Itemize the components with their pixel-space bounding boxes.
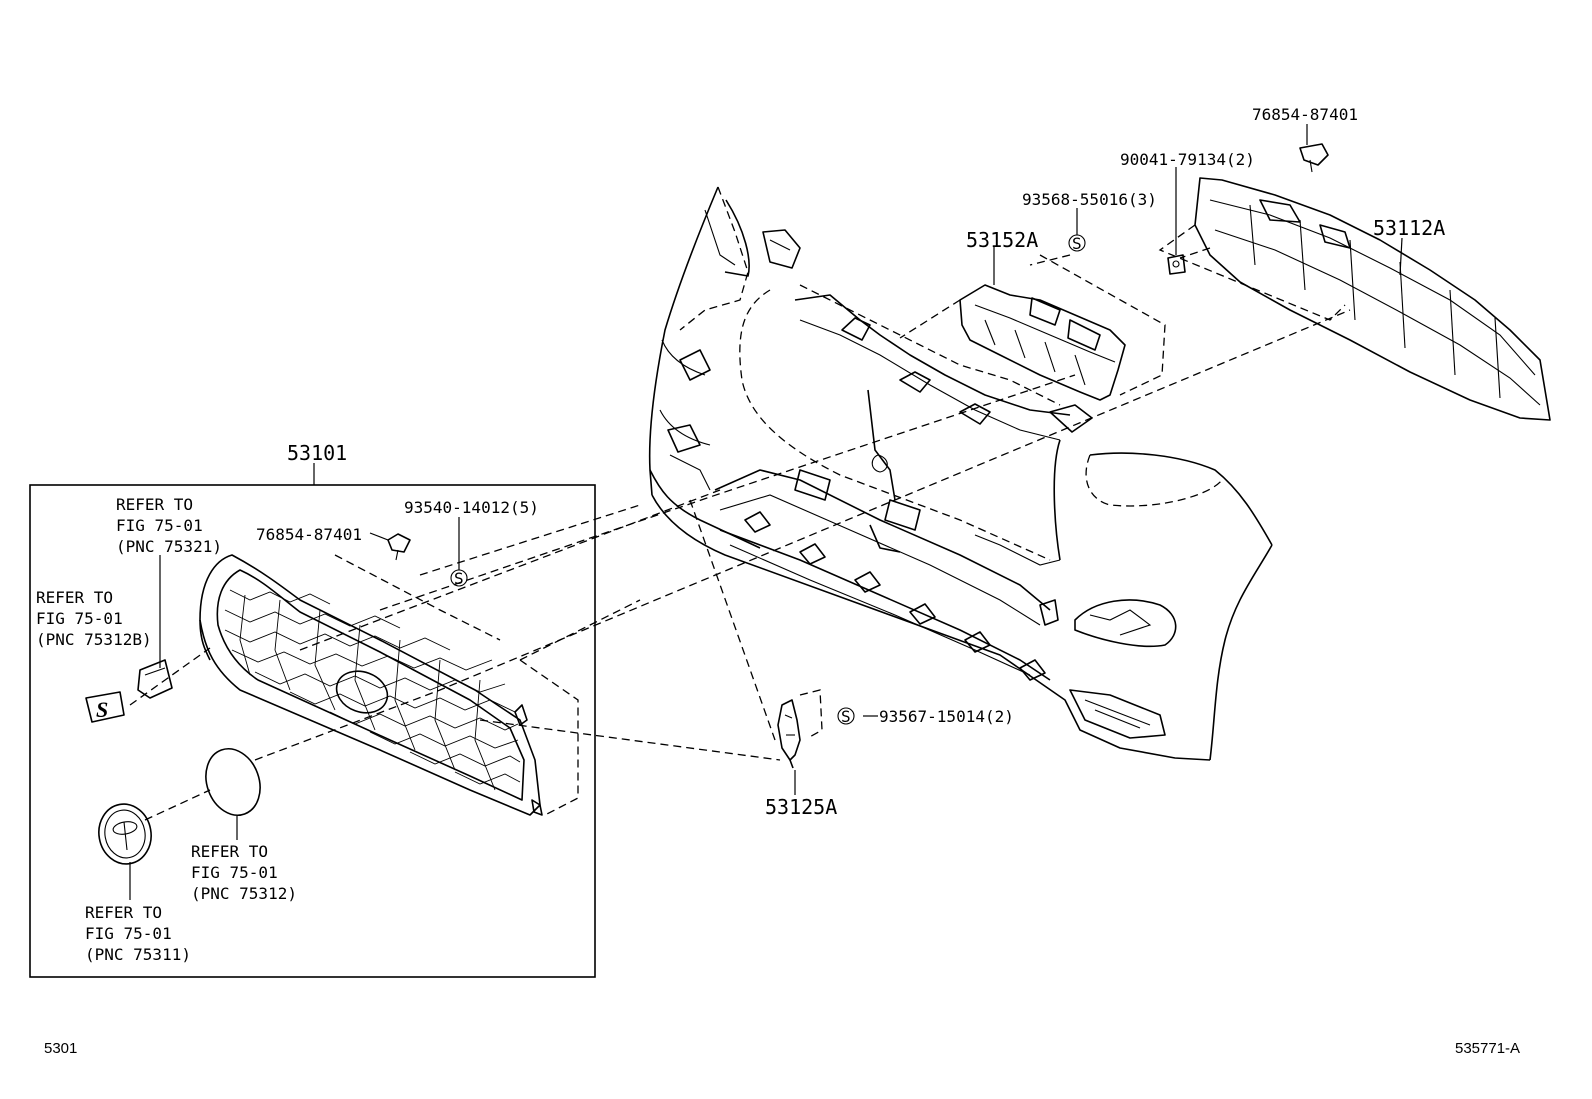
label-90041-79134: 90041-79134(2) xyxy=(1120,150,1255,169)
label-53101: 53101 xyxy=(287,441,347,465)
grille-assembly-box xyxy=(29,484,596,978)
svg-text:S: S xyxy=(841,707,851,726)
label-53112a: 53112A xyxy=(1373,216,1445,240)
leader-lines xyxy=(129,124,1403,900)
radiator-grille-53101 xyxy=(29,484,641,978)
clip-76854-top xyxy=(1299,143,1329,173)
svg-text:FIG 75-01: FIG 75-01 xyxy=(116,516,203,535)
svg-text:REFER TO: REFER TO xyxy=(191,842,268,861)
svg-text:S: S xyxy=(1072,234,1082,253)
svg-text:(PNC 75311): (PNC 75311) xyxy=(85,945,191,964)
ref-note-75311: REFER TO FIG 75-01 (PNC 75311) xyxy=(85,903,191,964)
figure-code: 5301 xyxy=(44,1040,77,1057)
ref-note-75312b: REFER TO FIG 75-01 (PNC 75312B) xyxy=(36,588,152,649)
ref-note-75321: REFER TO FIG 75-01 (PNC 75321) xyxy=(116,495,222,556)
label-93540-14012: 93540-14012(5) xyxy=(404,498,539,517)
label-93567-15014: 93567-15014(2) xyxy=(879,707,1014,726)
emblem-cover-disc xyxy=(205,748,261,816)
svg-text:FIG 75-01: FIG 75-01 xyxy=(85,924,172,943)
svg-text:REFER TO: REFER TO xyxy=(36,588,113,607)
svg-text:REFER TO: REFER TO xyxy=(85,903,162,922)
svg-text:(PNC 75321): (PNC 75321) xyxy=(116,537,222,556)
svg-text:(PNC 75312B): (PNC 75312B) xyxy=(36,630,152,649)
assembly-guide-lines xyxy=(129,247,1351,821)
svg-text:REFER TO: REFER TO xyxy=(116,495,193,514)
grille-clip-part xyxy=(387,533,411,561)
label-53125a: 53125A xyxy=(765,795,837,819)
badge-s-emblem: S xyxy=(85,691,125,723)
front-bumper-cover xyxy=(648,186,1273,761)
svg-text:FIG 75-01: FIG 75-01 xyxy=(36,609,123,628)
screw-marker-side: S xyxy=(837,707,855,726)
label-76854-87401-grille: 76854-87401 xyxy=(256,525,362,544)
svg-text:(PNC 75312): (PNC 75312) xyxy=(191,884,297,903)
side-bracket-53125a xyxy=(777,689,823,769)
svg-text:S: S xyxy=(454,569,464,588)
toyota-emblem xyxy=(98,803,152,865)
lower-grille-53112a xyxy=(1158,177,1551,421)
svg-text:FIG 75-01: FIG 75-01 xyxy=(191,863,278,882)
ref-note-75312: REFER TO FIG 75-01 (PNC 75312) xyxy=(191,842,297,903)
screw-marker-top: S xyxy=(1068,234,1086,253)
grille-mesh xyxy=(224,589,521,791)
label-53152a: 53152A xyxy=(966,228,1038,252)
screw-marker-grille: S xyxy=(450,569,468,588)
nut-90041 xyxy=(1167,254,1186,275)
label-93568-55016: 93568-55016(3) xyxy=(1022,190,1157,209)
label-76854-87401-top: 76854-87401 xyxy=(1252,105,1358,124)
s-badge-glyph: S xyxy=(96,697,108,722)
illustration-id: 535771-A xyxy=(1455,1040,1520,1057)
center-retainer-53152a xyxy=(899,254,1166,401)
emblem-clip-part xyxy=(137,659,173,699)
